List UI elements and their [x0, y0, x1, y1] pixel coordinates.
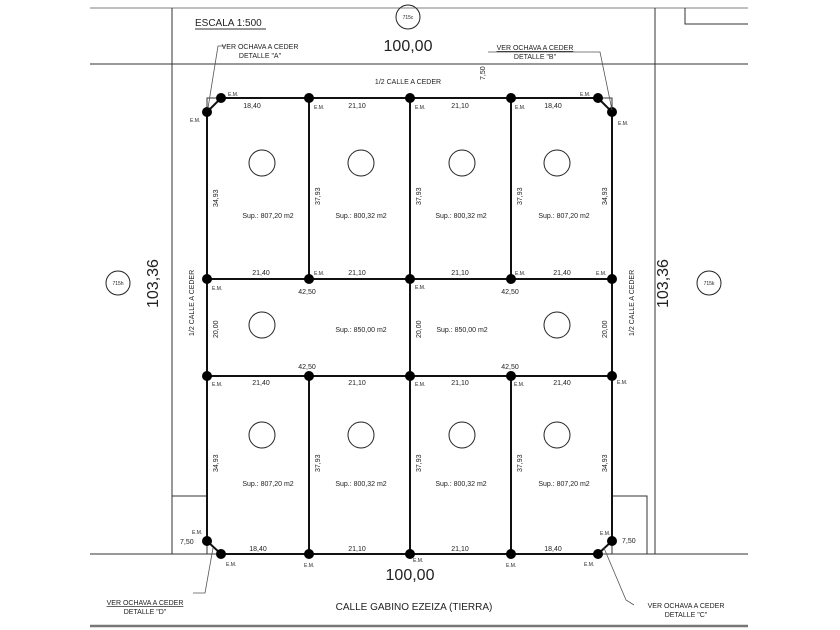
dim-label: 18,40 [243, 103, 261, 110]
lot-area: Sup.: 800,32 m2 [335, 213, 386, 220]
lot-area: Sup.: 807,20 m2 [538, 481, 589, 488]
ochava-d-line2: DETALLE "D" [124, 609, 167, 616]
marker-label: E.M. [228, 92, 238, 98]
dim-label: 21,40 [252, 380, 270, 387]
frontage-right: 103,36 [655, 259, 672, 308]
marker-label: E.M. [304, 563, 314, 569]
parcel-bubble [395, 4, 421, 30]
lot-area: Sup.: 807,20 m2 [242, 213, 293, 220]
dim-label: 20,00 [416, 320, 423, 338]
dim-label: 42,50 [298, 289, 316, 296]
dim-label: 21,40 [252, 270, 270, 277]
ochava-c-line2: DETALLE "C" [665, 612, 708, 619]
dim-label: 21,40 [553, 380, 571, 387]
marker-label: E.M. [415, 285, 425, 291]
marker-label: E.M. [415, 105, 425, 111]
scale-label: ESCALA 1:500 [195, 18, 262, 29]
lot-area: Sup.: 850,00 m2 [436, 327, 487, 334]
dim-label: 21,10 [451, 103, 469, 110]
dim-label: 34,93 [602, 187, 609, 205]
frontage-bottom: 100,00 [386, 567, 435, 584]
marker-label: E.M. [596, 271, 606, 277]
dim-label: 37,93 [517, 187, 524, 205]
dim-label: 21,10 [451, 546, 469, 553]
dim-label: 34,93 [602, 454, 609, 472]
dim-label: 42,50 [501, 364, 519, 371]
marker-label: E.M. [192, 530, 202, 536]
dim-label: 21,10 [348, 103, 366, 110]
ochava-b-line2: DETALLE "B" [514, 54, 557, 61]
ochava-c-line1: VER OCHAVA A CEDER [648, 603, 725, 610]
dim-label: 20,00 [213, 320, 220, 338]
dim-label: 37,93 [416, 454, 423, 472]
dim-label: 7,50 [622, 538, 636, 545]
parcel-right: 715k [704, 281, 715, 287]
street-cession-right: 1/2 CALLE A CEDER [629, 270, 636, 336]
ochava-a-line2: DETALLE "A" [239, 53, 282, 60]
dim-label: 21,10 [348, 270, 366, 277]
marker-label: E.M. [413, 558, 423, 564]
dim-label: 7,50 [180, 539, 194, 546]
lot-area: Sup.: 800,32 m2 [435, 481, 486, 488]
lot-area: Sup.: 850,00 m2 [335, 327, 386, 334]
marker-label: E.M. [600, 531, 610, 537]
dim-label: 18,40 [544, 103, 562, 110]
ochava-b-line1: VER OCHAVA A CEDER [497, 45, 574, 52]
dim-label: 37,93 [315, 187, 322, 205]
marker-label: E.M. [584, 562, 594, 568]
marker-label: E.M. [506, 563, 516, 569]
dim-label: 34,93 [213, 454, 220, 472]
marker-label: E.M. [314, 271, 324, 277]
lot-area: Sup.: 807,20 m2 [538, 213, 589, 220]
dim-label: 37,93 [416, 187, 423, 205]
parcel-top: 715c [403, 15, 414, 21]
dim-label: 21,10 [451, 270, 469, 277]
ochava-d-line1: VER OCHAVA A CEDER [107, 600, 184, 607]
dim-label: 20,00 [602, 320, 609, 338]
parcel-bubble [696, 270, 722, 296]
survey-markers [202, 93, 617, 559]
marker-label: E.M. [514, 382, 524, 388]
dim-label: 21,10 [451, 380, 469, 387]
marker-label: E.M. [580, 92, 590, 98]
dim-label: 34,93 [213, 189, 220, 207]
marker-label: E.M. [617, 380, 627, 386]
marker-label: E.M. [226, 562, 236, 568]
lot-area: Sup.: 800,32 m2 [435, 213, 486, 220]
dim-label: 21,10 [348, 546, 366, 553]
dim-label: 37,93 [517, 454, 524, 472]
marker-label: E.M. [515, 105, 525, 111]
dim-label: 21,40 [553, 270, 571, 277]
dim-label: 21,10 [348, 380, 366, 387]
street-cession-left: 1/2 CALLE A CEDER [189, 270, 196, 336]
marker-label: E.M. [618, 121, 628, 127]
parcel-left: 715h [112, 281, 123, 287]
dim-label: 18,40 [249, 546, 267, 553]
frontage-top: 100,00 [384, 38, 433, 55]
street-cession-top: 1/2 CALLE A CEDER [375, 79, 441, 86]
marker-label: E.M. [190, 118, 200, 124]
marker-label: E.M. [415, 382, 425, 388]
marker-label: E.M. [314, 105, 324, 111]
marker-label: E.M. [212, 286, 222, 292]
dim-label: 18,40 [544, 546, 562, 553]
street-name: CALLE GABINO EZEIZA (TIERRA) [336, 602, 493, 613]
frontage-left: 103,36 [145, 259, 162, 308]
dim-label: 42,50 [298, 364, 316, 371]
dim-label: 42,50 [501, 289, 519, 296]
marker-label: E.M. [212, 382, 222, 388]
dim-top-street: 7,50 [480, 66, 487, 80]
lot-circles [248, 149, 571, 449]
marker-label: E.M. [515, 271, 525, 277]
lot-area: Sup.: 800,32 m2 [335, 481, 386, 488]
ochava-a-line1: VER OCHAVA A CEDER [222, 44, 299, 51]
dim-label: 37,93 [315, 454, 322, 472]
parcel-bubble [105, 270, 131, 296]
lot-area: Sup.: 807,20 m2 [242, 481, 293, 488]
